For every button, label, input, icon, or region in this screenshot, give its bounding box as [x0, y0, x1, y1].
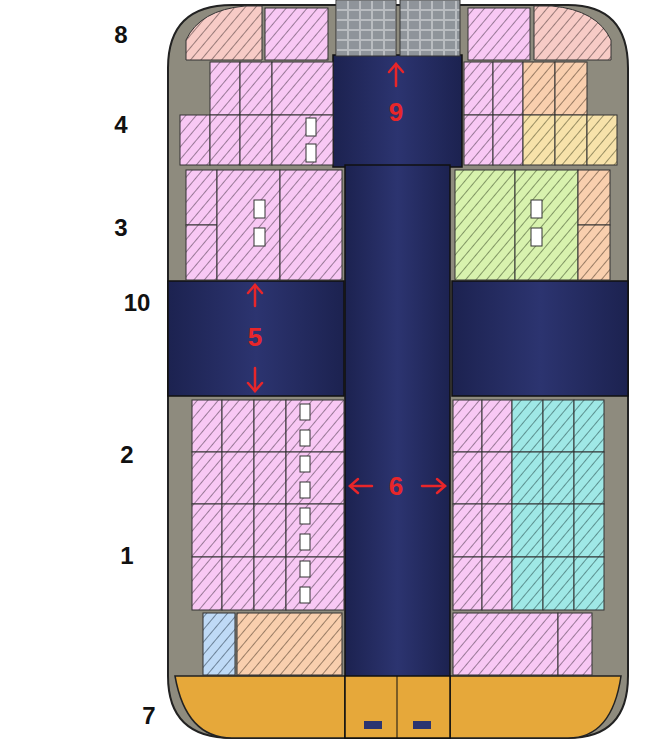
callout-number: 3	[114, 216, 127, 240]
callout-number: 5	[248, 324, 262, 350]
callout-number: 10	[124, 291, 151, 315]
callout-number: 9	[389, 99, 403, 125]
callout-number: 6	[389, 473, 403, 499]
callout-number: 4	[114, 113, 127, 137]
callout-number: 8	[114, 23, 127, 47]
callout-number: 7	[142, 704, 155, 728]
callout-number: 2	[120, 443, 133, 467]
callout-number: 1	[120, 544, 133, 568]
